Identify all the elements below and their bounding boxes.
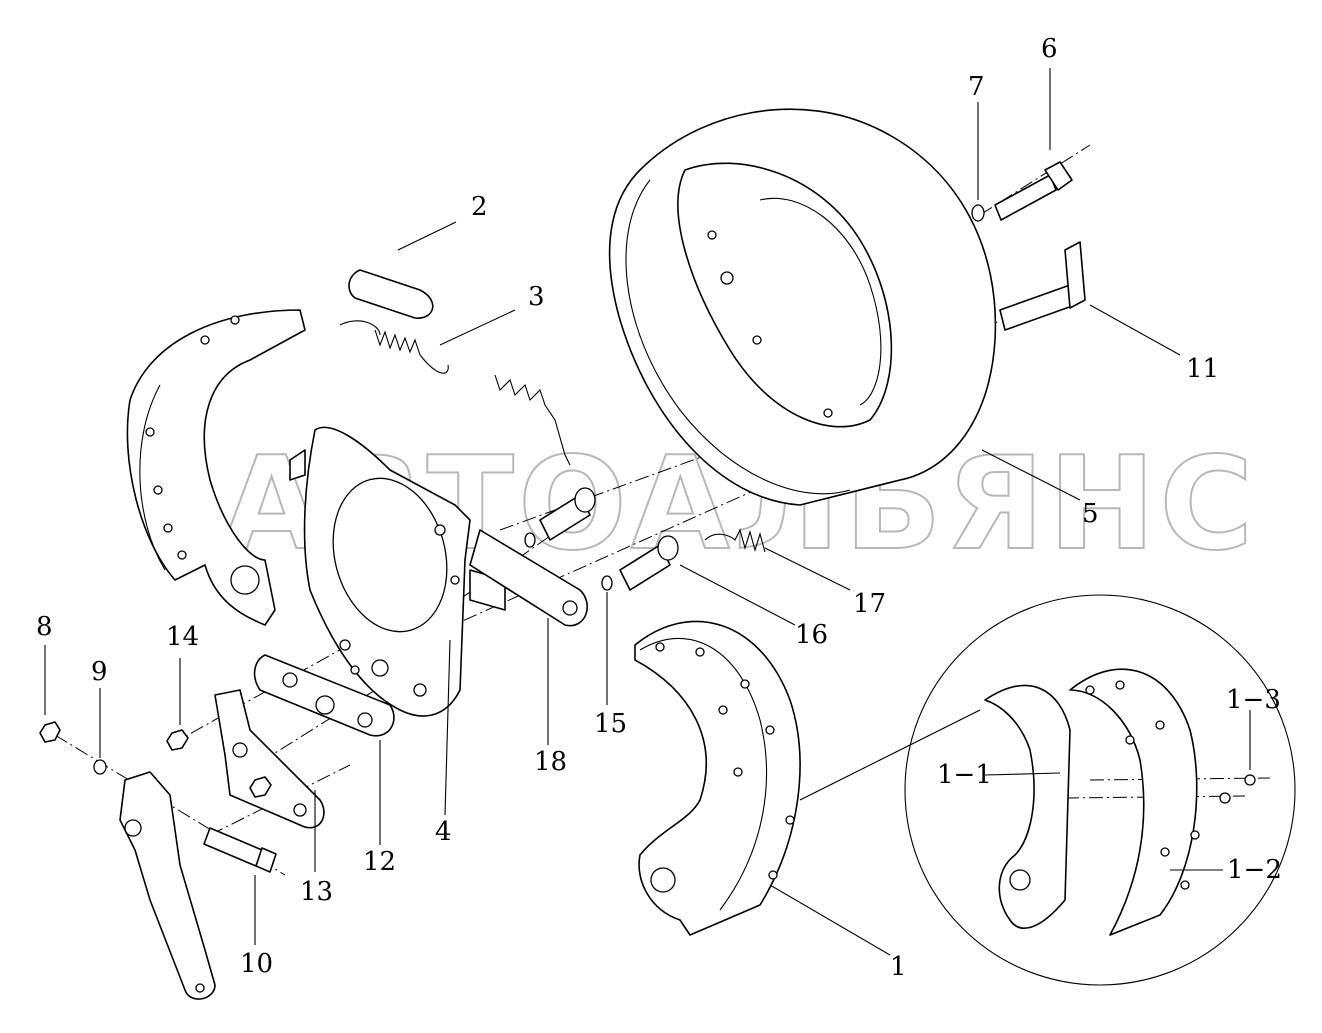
cam-shaft-part-11	[999, 241, 1086, 331]
small-fasteners	[39, 204, 985, 798]
bracket-part-13	[214, 689, 325, 829]
callout-1: 1	[890, 952, 907, 982]
callout-14: 14	[166, 622, 199, 652]
callout-1-3: 1−3	[1226, 685, 1281, 715]
brake-shoe-part-1	[634, 620, 801, 936]
upper-spring	[494, 374, 571, 466]
callout-12: 12	[363, 847, 396, 877]
bolt-part-10	[203, 827, 277, 873]
callout-1-2: 1−2	[1227, 855, 1282, 885]
brake-shoe-left	[126, 309, 306, 626]
callout-6: 6	[1041, 34, 1058, 64]
bolt-part-6	[994, 161, 1073, 221]
callout-2: 2	[471, 192, 488, 222]
backing-plate-part-4	[289, 426, 506, 717]
callout-13: 13	[300, 877, 333, 907]
pin-part-16	[619, 535, 679, 591]
callout-1-1: 1−1	[937, 760, 992, 790]
callout-11: 11	[1186, 354, 1219, 384]
callout-4: 4	[435, 817, 452, 847]
link-plate-part-18	[469, 529, 589, 627]
leader-lines	[44, 68, 1251, 956]
lever-part-10	[119, 771, 216, 1000]
callout-8: 8	[36, 612, 53, 642]
callout-16: 16	[795, 620, 828, 650]
detail-circle	[904, 594, 1296, 986]
spring-part-3	[339, 320, 449, 374]
callout-17: 17	[853, 589, 886, 619]
callout-5: 5	[1082, 499, 1099, 529]
callout-15: 15	[594, 709, 627, 739]
callout-3: 3	[528, 282, 545, 312]
pin-upper	[539, 487, 596, 541]
plate-part-12	[253, 654, 395, 737]
brake-drum-part-5	[608, 108, 997, 506]
callout-18: 18	[534, 747, 567, 777]
roller-part-2	[348, 269, 434, 319]
spring-part-17	[704, 528, 766, 553]
callout-10: 10	[240, 949, 273, 979]
callout-7: 7	[968, 72, 985, 102]
callout-9: 9	[91, 657, 108, 687]
callout-labels: 1 2 3 4 5 6 7 8 9 10 11 12 13 14 15 16 1…	[36, 34, 1282, 982]
